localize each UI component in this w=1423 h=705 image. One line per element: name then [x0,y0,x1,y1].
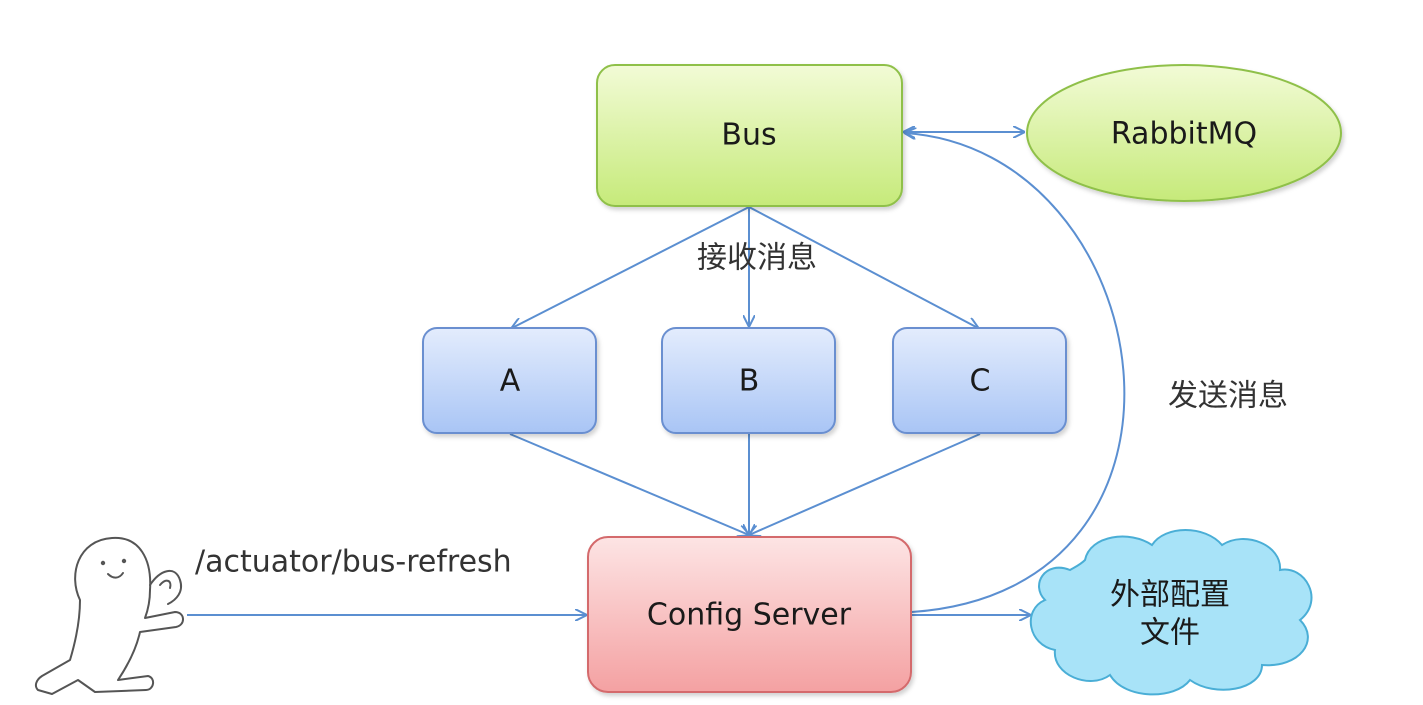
user-figure-icon [34,536,184,695]
receive-message-label: 接收消息 [697,241,817,276]
config-server-node [587,536,912,693]
external-config-label-line2: 文件 [1140,616,1200,651]
bus-label: Bus [721,118,776,153]
bus-node [596,64,903,207]
edge-config-to-bus-send [905,133,1126,613]
service-a-label: A [500,364,521,399]
rabbitmq-label: RabbitMQ [1111,117,1257,152]
edge-bus-to-c [748,206,978,328]
external-config-cloud [1029,529,1313,696]
service-c-node [892,327,1067,434]
config-server-label: Config Server [647,598,852,633]
service-b-label: B [739,364,760,399]
service-b-node [661,327,836,434]
edges [187,132,1126,615]
bus-refresh-endpoint-label: /actuator/bus-refresh [195,545,512,580]
service-c-label: C [970,364,991,399]
edge-bus-to-a [512,206,750,328]
external-config-label-line1: 外部配置 [1110,578,1230,613]
rabbitmq-node [1026,64,1342,202]
service-a-node [422,327,597,434]
edge-a-to-config [509,433,749,535]
edge-c-to-config [749,433,981,535]
send-message-label: 发送消息 [1168,379,1288,414]
